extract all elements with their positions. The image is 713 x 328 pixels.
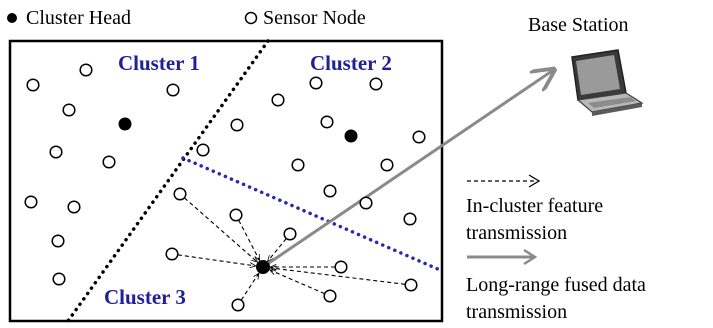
sensor-node-legend-label: Sensor Node — [263, 7, 366, 29]
sensor-node-19 — [323, 184, 337, 198]
sensor-node-12 — [412, 130, 426, 144]
long-range-key-text-2: transmission — [466, 301, 567, 323]
long-range-key-arrowhead — [523, 248, 538, 266]
sensor-node-2 — [79, 63, 93, 77]
base-station-label: Base Station — [528, 14, 629, 36]
sensor-node-14 — [291, 158, 305, 172]
sensor-node-3 — [166, 83, 180, 97]
cluster-head-1 — [118, 117, 132, 131]
transmission-key: In-cluster feature transmission Long-ran… — [466, 174, 646, 323]
cluster-1-3-boundary — [66, 39, 270, 323]
sensor-node-25 — [334, 260, 348, 274]
legend: Cluster Head Sensor Node — [7, 7, 366, 29]
sensor-node-9 — [49, 145, 63, 159]
in-cluster-link-4 — [177, 254, 255, 266]
in-cluster-transmissions — [177, 197, 406, 301]
long-range-key-text-1: Long-range fused data — [466, 274, 646, 296]
sensor-node-21 — [229, 208, 243, 222]
sensor-node-10 — [102, 155, 116, 169]
in-cluster-link-8 — [271, 268, 406, 285]
sensor-node-8 — [271, 93, 285, 107]
sensor-node-6 — [62, 103, 76, 117]
cluster-head-legend-icon — [7, 13, 17, 23]
laptop-icon — [571, 49, 644, 116]
long-range-arrow — [262, 71, 552, 269]
sensor-node-15 — [380, 158, 394, 172]
sensor-node-26 — [231, 298, 245, 312]
sensor-node-17 — [51, 234, 65, 248]
sensor-node-28 — [403, 212, 417, 226]
cluster-head-legend-label: Cluster Head — [26, 7, 131, 29]
sensor-node-7 — [230, 118, 244, 132]
sensor-node-13 — [196, 143, 210, 157]
in-cluster-link-7 — [270, 270, 325, 295]
sensor-node-legend-icon — [244, 11, 258, 25]
in-cluster-key-text-1: In-cluster feature — [466, 195, 603, 217]
cluster-2-3-boundary — [181, 156, 442, 272]
sensor-node-20 — [173, 187, 187, 201]
sensor-nodes — [24, 63, 426, 312]
sensor-node-16 — [24, 195, 38, 209]
sensor-node-22 — [283, 227, 297, 241]
sensor-node-4 — [309, 76, 323, 90]
sensor-node-18 — [67, 200, 81, 214]
sensor-node-29 — [323, 289, 337, 303]
cluster-head-2 — [344, 129, 358, 143]
in-cluster-link-2 — [238, 220, 260, 260]
in-cluster-link-1 — [184, 197, 257, 262]
sensor-node-24 — [52, 272, 66, 286]
cluster-3-label: Cluster 3 — [104, 285, 186, 309]
in-cluster-link-3 — [268, 238, 287, 261]
in-cluster-link-5 — [240, 274, 258, 301]
cluster-head-3 — [256, 260, 270, 274]
cluster-1-label: Cluster 1 — [118, 51, 200, 75]
sensor-node-23 — [165, 247, 179, 261]
sensor-node-5 — [369, 77, 383, 91]
sensor-node-27 — [359, 196, 373, 210]
in-cluster-key-arrowhead — [528, 174, 541, 188]
sensor-node-11 — [320, 115, 334, 129]
in-cluster-key-text-2: transmission — [466, 222, 567, 244]
sensor-node-1 — [26, 78, 40, 92]
sensor-node-30 — [404, 278, 418, 292]
cluster-2-label: Cluster 2 — [310, 51, 392, 75]
sensor-field-frame — [8, 39, 444, 323]
